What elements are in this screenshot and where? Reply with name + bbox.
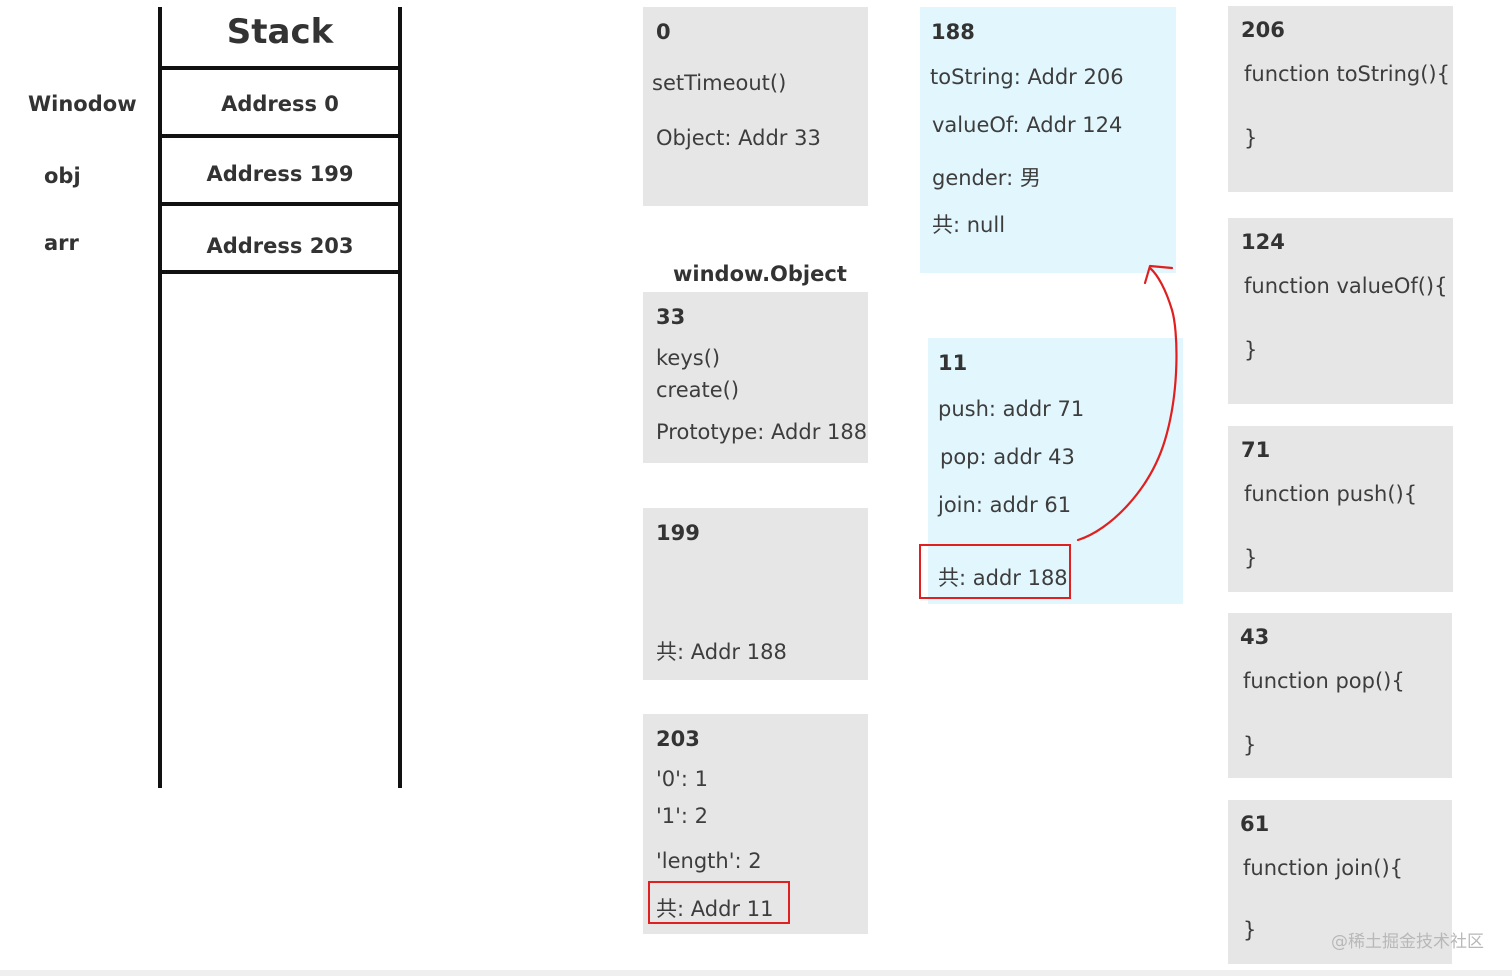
box-property: gender: 男	[932, 166, 1041, 190]
box-property: function valueOf(){	[1244, 274, 1448, 298]
box-address: 0	[656, 20, 671, 44]
box-property: Object: Addr 33	[656, 126, 821, 150]
box-property: push: addr 71	[938, 397, 1085, 421]
stack-cell-obj: Address 199	[206, 162, 354, 186]
stack-cell-window: Address 0	[221, 92, 339, 116]
box-property: '0': 1	[656, 767, 709, 791]
watermark: @稀土掘金技术社区	[1331, 932, 1484, 952]
heap-box-203: 203 '0': 1 '1': 2 'length': 2 共: Addr 11	[643, 714, 868, 934]
heap-box-33: 33 keys() create() Prototype: Addr 188	[643, 292, 868, 463]
heap-box-124: 124 function valueOf(){ }	[1228, 218, 1453, 404]
heap-box-71: 71 function push(){ }	[1228, 426, 1453, 592]
box-address: 71	[1241, 438, 1271, 462]
box-property: keys()	[656, 346, 721, 370]
stack-cell-arr: Address 203	[206, 234, 354, 258]
stack-variable-arr: arr	[44, 231, 79, 255]
box-property: create()	[656, 378, 740, 402]
stack-title: Stack	[226, 12, 334, 52]
box-property: 共: null	[932, 213, 1006, 237]
stack-divider	[158, 66, 402, 70]
heap-box-43: 43 function pop(){ }	[1228, 613, 1452, 778]
box-property: function toString(){	[1244, 62, 1450, 86]
box-property: }	[1243, 918, 1257, 942]
box-property: 'length': 2	[656, 849, 762, 873]
box-property: valueOf: Addr 124	[932, 113, 1123, 137]
box-address: 11	[938, 351, 968, 375]
box-address: 124	[1241, 230, 1285, 254]
box-property: function join(){	[1243, 856, 1404, 880]
heap-box-206: 206 function toString(){ }	[1228, 6, 1453, 192]
heap-box-0: 0 setTimeout() Object: Addr 33	[643, 7, 868, 206]
heap-box-199: 199 共: Addr 188	[643, 508, 868, 680]
box-property: join: addr 61	[938, 493, 1072, 517]
box-property: }	[1244, 338, 1258, 362]
heap-box-188: 188 toString: Addr 206 valueOf: Addr 124…	[920, 7, 1176, 273]
box-property: toString: Addr 206	[930, 65, 1124, 89]
box-address: 203	[656, 727, 700, 751]
box-property: '1': 2	[656, 804, 709, 828]
stack-divider	[158, 134, 402, 138]
stack-variable-obj: obj	[44, 164, 81, 188]
box-property: }	[1244, 546, 1258, 570]
stack-divider	[158, 270, 402, 274]
box-address: 188	[931, 20, 975, 44]
highlight-box	[648, 881, 790, 924]
box-property: function push(){	[1244, 482, 1418, 506]
box-property: pop: addr 43	[940, 445, 1075, 469]
bottom-strip	[0, 970, 1512, 976]
window-object-caption: window.Object	[673, 262, 847, 286]
heap-box-11: 11 push: addr 71 pop: addr 43 join: addr…	[928, 338, 1183, 604]
box-property: 共: addr 188	[938, 566, 1068, 590]
box-address: 43	[1240, 625, 1270, 649]
stack-variable-window: Winodow	[28, 92, 137, 116]
box-property: }	[1243, 733, 1257, 757]
heap-box-61: 61 function join(){ }	[1228, 800, 1452, 964]
stack-divider	[158, 202, 402, 206]
box-property: Prototype: Addr 188	[656, 420, 868, 444]
box-address: 206	[1241, 18, 1285, 42]
box-property: function pop(){	[1243, 669, 1405, 693]
box-property: 共: Addr 11	[656, 897, 774, 921]
highlight-box	[919, 544, 1071, 599]
box-property: 共: Addr 188	[656, 640, 787, 664]
box-address: 33	[656, 305, 686, 329]
box-property: }	[1244, 126, 1258, 150]
box-address: 199	[656, 521, 700, 545]
stack-right-border	[398, 7, 402, 788]
box-address: 61	[1240, 812, 1270, 836]
box-property: setTimeout()	[652, 71, 787, 95]
stack-left-border	[158, 7, 162, 788]
